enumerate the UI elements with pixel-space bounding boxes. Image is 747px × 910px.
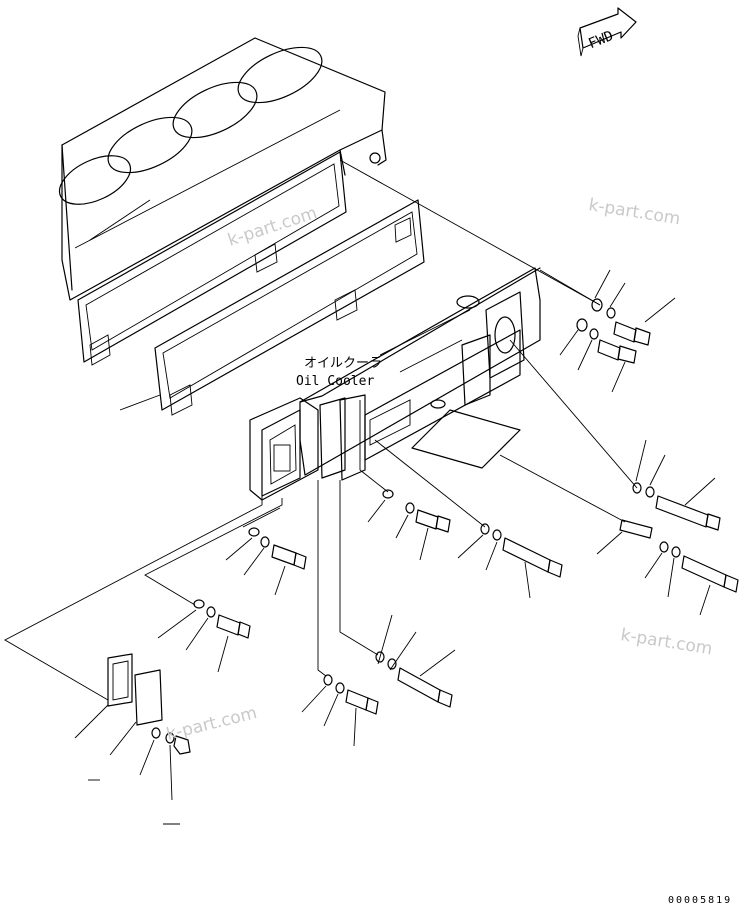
drawing-number: 00005819 [668, 895, 732, 906]
watermark: k-part.com [619, 625, 714, 659]
watermark: k-part.com [225, 203, 319, 251]
engine-block [58, 37, 387, 301]
forward-label: FWD [586, 28, 615, 52]
cooler-gasket [411, 409, 521, 469]
blanking-plate-set [74, 653, 191, 825]
watermark: k-part.com [587, 195, 682, 229]
forward-arrow-icon: FWD [577, 7, 637, 57]
bolt-set-top-right [539, 269, 676, 393]
cooler-cover-plate [249, 397, 346, 501]
bolt-set-right-long [499, 339, 739, 616]
gasket-inner [77, 151, 347, 366]
oil-cooler-body [299, 267, 541, 481]
oil-cooler-label-jp: オイルクーラ [304, 356, 382, 371]
bolt-set-left [4, 492, 307, 701]
bolt-set-lower-center [301, 480, 456, 747]
oil-cooler-label-en: Oil Cooler [296, 374, 374, 389]
gasket-outer [154, 199, 425, 416]
watermark: k-part.com [164, 703, 259, 745]
bolt-set-middle [359, 439, 563, 599]
